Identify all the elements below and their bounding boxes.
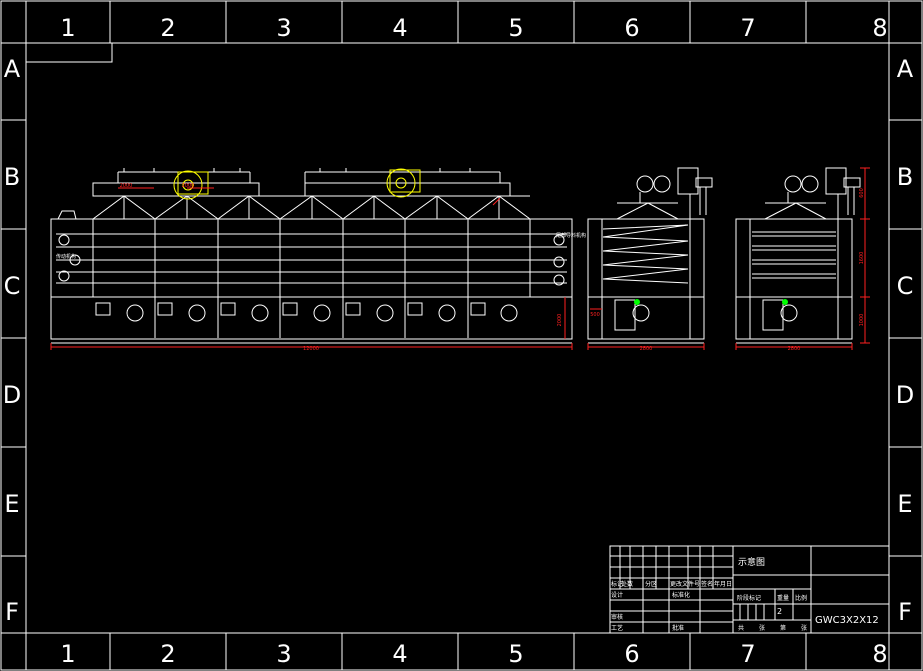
- zone-col-1-top: 1: [60, 14, 75, 42]
- side2-bottom-dim: 1000: [859, 314, 865, 327]
- zone-col-7-bottom: 7: [740, 640, 755, 668]
- tb-sheet-total: 共: [738, 624, 744, 632]
- tb-row-review: 审核: [611, 613, 623, 621]
- zone-col-8-bottom: 8: [872, 640, 887, 668]
- tb-sheet-no: 第: [780, 624, 786, 632]
- side-view-2-marker: [782, 299, 788, 305]
- tb-scale-value: 2: [777, 607, 782, 616]
- zone-row-f-left: F: [5, 598, 19, 626]
- zone-col-7-top: 7: [740, 14, 755, 42]
- zone-row-b-left: B: [4, 163, 20, 191]
- tb-stage-label: 阶段标记: [737, 594, 761, 602]
- tb-header-change: 更改文件号: [670, 580, 700, 588]
- zone-row-b-right: B: [897, 163, 913, 191]
- tb-row-process: 工艺: [611, 624, 623, 632]
- zone-column-labels-top: 1 2 3 4 5 6 7 8: [60, 14, 887, 42]
- side2-width-dim: 2800: [788, 346, 801, 352]
- front-view-fans: [173, 168, 421, 200]
- zone-col-6-top: 6: [624, 14, 639, 42]
- front-top-dim-mid: 2000: [182, 183, 195, 189]
- tb-header-sign: 签名: [701, 580, 713, 588]
- front-height-dim: 2000: [557, 314, 563, 327]
- tb-header-date: 年月日: [714, 580, 732, 588]
- title-block-drawing-name: 示意图: [738, 556, 765, 568]
- front-top-dim-left: 2000: [120, 183, 133, 189]
- side-view-2: 2800 600 1600 1000: [735, 167, 870, 352]
- side2-top-dim: 600: [859, 188, 865, 198]
- zone-column-labels-bottom: 1 2 3 4 5 6 7 8: [60, 640, 887, 668]
- title-block: 示意图 GWC3X2X12 标记 处数 分区 更改文件号 签名 年月日 设计 审…: [609, 545, 890, 634]
- zone-col-8-top: 8: [872, 14, 887, 42]
- tb-sheet-unit-2: 张: [801, 624, 807, 632]
- side-view-1: 2800 500: [587, 167, 713, 352]
- side-view-2-dimensions: [735, 167, 870, 350]
- tb-header-zone: 分区: [645, 580, 657, 588]
- zone-row-c-right: C: [897, 272, 914, 300]
- zone-col-4-bottom: 4: [392, 640, 407, 668]
- front-view: 12000 2000 2000 2000 传动机构 尾部导料机构: [50, 168, 586, 352]
- zone-col-3-top: 3: [276, 14, 291, 42]
- side-view-1-dimensions: [587, 308, 705, 350]
- zone-row-labels-right: A B C D E F: [896, 55, 914, 626]
- tb-sheet-unit-1: 张: [759, 624, 765, 632]
- tb-standardization: 标准化: [672, 591, 690, 599]
- zone-col-1-bottom: 1: [60, 640, 75, 668]
- tb-row-design: 设计: [611, 591, 623, 599]
- title-block-drawing-number: GWC3X2X12: [815, 615, 879, 626]
- tb-weight-label: 重量: [777, 594, 789, 602]
- zone-row-a-right: A: [897, 55, 914, 83]
- front-note-left: 传动机构: [56, 253, 76, 260]
- zone-col-2-bottom: 2: [160, 640, 175, 668]
- side1-width-dim: 2800: [640, 346, 653, 352]
- zone-row-c-left: C: [4, 272, 21, 300]
- tb-scale-label: 比例: [795, 594, 807, 602]
- front-length-dim: 12000: [303, 346, 319, 352]
- front-view-dimensions: [50, 187, 573, 350]
- zone-col-2-top: 2: [160, 14, 175, 42]
- zone-row-e-left: E: [4, 490, 19, 518]
- side2-mid-dim: 1600: [859, 252, 865, 265]
- zone-col-3-bottom: 3: [276, 640, 291, 668]
- side1-side-dim: 500: [590, 312, 600, 318]
- zone-row-labels-left: A B C D E F: [3, 55, 21, 626]
- zone-row-e-right: E: [897, 490, 912, 518]
- zone-col-5-top: 5: [508, 14, 523, 42]
- tb-header-mark: 标记: [611, 580, 623, 588]
- zone-col-6-bottom: 6: [624, 640, 639, 668]
- zone-row-d-left: D: [3, 381, 21, 409]
- zone-row-d-right: D: [896, 381, 914, 409]
- zone-col-4-top: 4: [392, 14, 407, 42]
- front-note-right: 尾部导料机构: [556, 232, 586, 239]
- tb-header-count: 处数: [621, 580, 633, 588]
- tb-approve: 批准: [672, 624, 684, 632]
- zone-row-f-right: F: [898, 598, 912, 626]
- side-view-1-marker: [634, 299, 640, 305]
- zone-col-5-bottom: 5: [508, 640, 523, 668]
- zone-row-a-left: A: [4, 55, 21, 83]
